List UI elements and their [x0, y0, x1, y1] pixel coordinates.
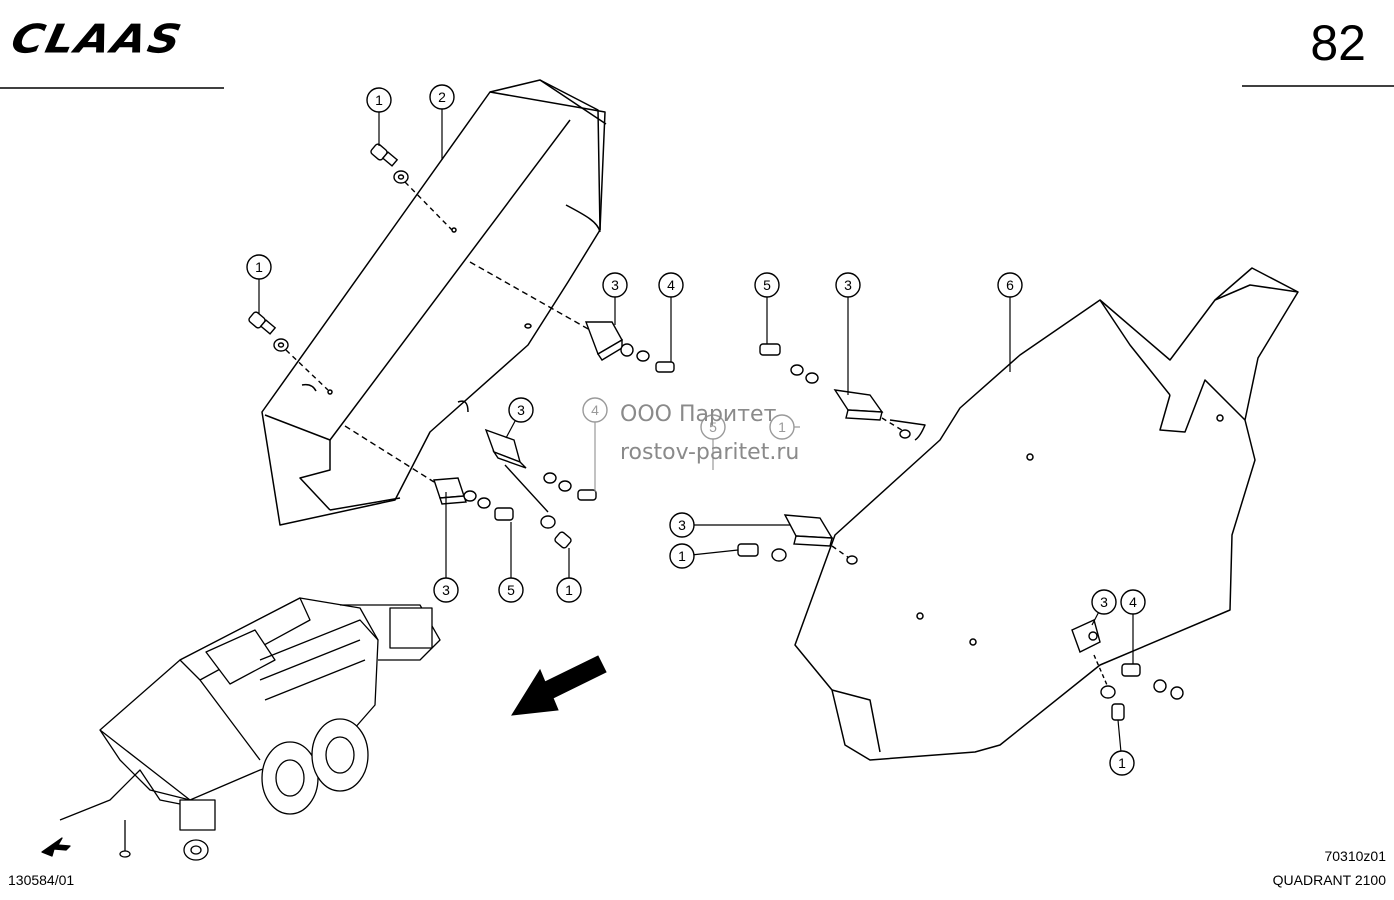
callout-label-c3b: 3 [517, 402, 525, 418]
callout-label-c3d: 3 [844, 277, 852, 293]
left-guard-panel [261, 79, 607, 526]
callout-circle-c4w [582, 397, 608, 423]
callout-label-c3f: 3 [1100, 594, 1108, 610]
callout-label-c1b: 1 [255, 259, 263, 275]
footer-left-code: 130584/01 [8, 872, 75, 888]
callout-circle-c3d [835, 272, 861, 298]
callout-label-c1c: 1 [565, 582, 573, 598]
watermark-website: rostov-paritet.ru [620, 440, 800, 465]
callout-circle-c4b [1120, 589, 1146, 615]
baler-machine-sketch [41, 597, 441, 861]
callout-markers: 1 2 1 3 4 3 4 3 5 1 5 3 6 5 1 3 1 3 4 1 [246, 84, 1146, 776]
callout-circle-c1a [366, 87, 392, 113]
callout-label-c6: 6 [1006, 277, 1014, 293]
callout-label-c4b: 4 [1129, 594, 1137, 610]
direction-arrow [511, 655, 607, 716]
callout-label-c3a: 3 [611, 277, 619, 293]
callout-label-c4w: 4 [591, 402, 599, 418]
watermark-company: ООО Паритет [620, 402, 777, 427]
callout-circle-c3e [669, 512, 695, 538]
callout-circle-c5a [498, 577, 524, 603]
callout-circle-c1e [1109, 750, 1135, 776]
callout-circle-c3a [602, 272, 628, 298]
callout-circle-c3f [1091, 589, 1117, 615]
callout-label-c3e: 3 [678, 517, 686, 533]
callout-circle-c6 [997, 272, 1023, 298]
callout-label-c4a: 4 [667, 277, 675, 293]
page-number: 82 [1310, 15, 1366, 71]
callout-label-c1d: 1 [678, 548, 686, 564]
callout-circle-c3c [433, 577, 459, 603]
callout-circle-c4a [658, 272, 684, 298]
callout-circle-c5w [700, 414, 726, 440]
callout-label-c2: 2 [438, 89, 446, 105]
callout-label-c1w: 1 [778, 419, 786, 435]
callout-circle-c5b [754, 272, 780, 298]
hardware-parts [248, 143, 1184, 721]
right-guard-panel [794, 267, 1299, 761]
callout-label-c5w: 5 [709, 419, 717, 435]
footer-model: QUADRANT 2100 [1272, 872, 1386, 888]
callout-label-c5a: 5 [507, 582, 515, 598]
callout-circle-c1w [769, 414, 795, 440]
callout-label-c1a: 1 [375, 92, 383, 108]
callout-label-c3c: 3 [442, 582, 450, 598]
footer-drawing-id: 70310z01 [1324, 848, 1386, 864]
callout-circle-c1b [246, 254, 272, 280]
callout-circle-c3b [508, 397, 534, 423]
callout-circle-c1c [556, 577, 582, 603]
callout-label-c5b: 5 [763, 277, 771, 293]
callout-label-c1e: 1 [1118, 755, 1126, 771]
callout-circle-c2 [429, 84, 455, 110]
callout-circle-c1d [669, 543, 695, 569]
